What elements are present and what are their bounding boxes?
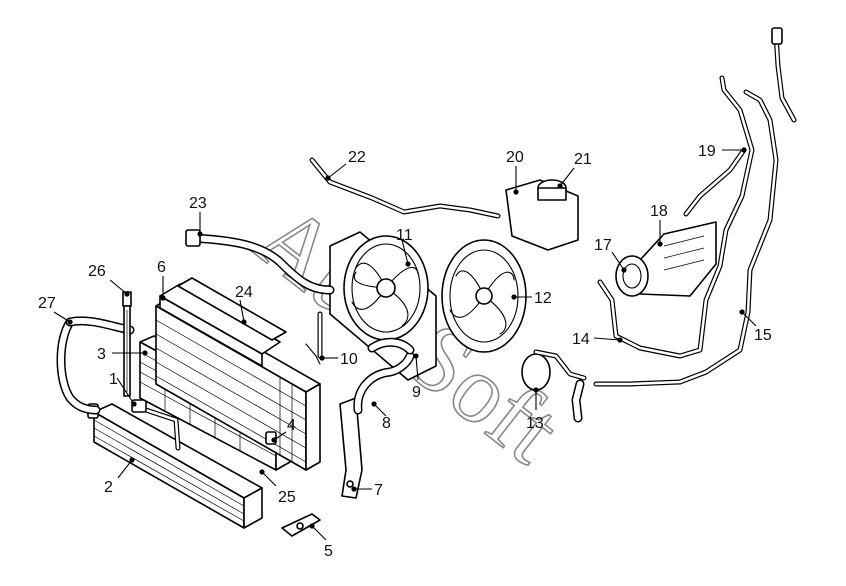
- callout-27: 27: [38, 295, 56, 312]
- bracket-small: [281, 513, 321, 537]
- callout-7: 7: [374, 482, 383, 499]
- callout-23: 23: [189, 195, 207, 212]
- callout-labels: 1 2 3 4 5 6 7 8 9 10 11 12 13 14 15 17 1…: [38, 143, 772, 560]
- callout-6: 6: [157, 259, 166, 276]
- callout-8: 8: [382, 415, 391, 432]
- callout-9: 9: [412, 384, 421, 401]
- callout-2: 2: [104, 479, 113, 496]
- lower-radiator-hose: [353, 337, 415, 415]
- receiver-dryer: [122, 291, 132, 397]
- callout-21: 21: [574, 151, 592, 168]
- coolant-pump: [521, 349, 587, 423]
- callout-24: 24: [235, 284, 253, 301]
- callout-14: 14: [572, 331, 590, 348]
- callout-10: 10: [340, 351, 358, 368]
- callout-12: 12: [534, 290, 552, 307]
- callout-17: 17: [594, 237, 612, 254]
- upper-radiator-hose: [185, 229, 335, 295]
- callout-18: 18: [650, 203, 668, 220]
- oil-cooler-hose: [56, 316, 135, 415]
- ac-compressor: [615, 221, 717, 297]
- oil-cooler: [87, 403, 263, 529]
- callout-22: 22: [348, 149, 366, 166]
- callout-3: 3: [97, 346, 106, 363]
- ac-lines: [593, 27, 797, 387]
- callout-11: 11: [396, 227, 413, 244]
- bypass-hose: [305, 311, 323, 365]
- bleed-pipe: [309, 157, 501, 219]
- callout-19: 19: [698, 143, 716, 160]
- callout-4: 4: [287, 417, 296, 434]
- auxiliary-fan: [441, 239, 527, 353]
- callout-20: 20: [506, 149, 524, 166]
- callout-13: 13: [526, 415, 544, 432]
- callout-26: 26: [88, 263, 106, 280]
- callout-5: 5: [324, 543, 333, 560]
- air-deflector: [159, 277, 287, 367]
- callout-1: 1: [109, 371, 118, 388]
- callout-25: 25: [278, 489, 296, 506]
- callout-leaders: [53, 147, 757, 541]
- callout-15: 15: [754, 327, 772, 344]
